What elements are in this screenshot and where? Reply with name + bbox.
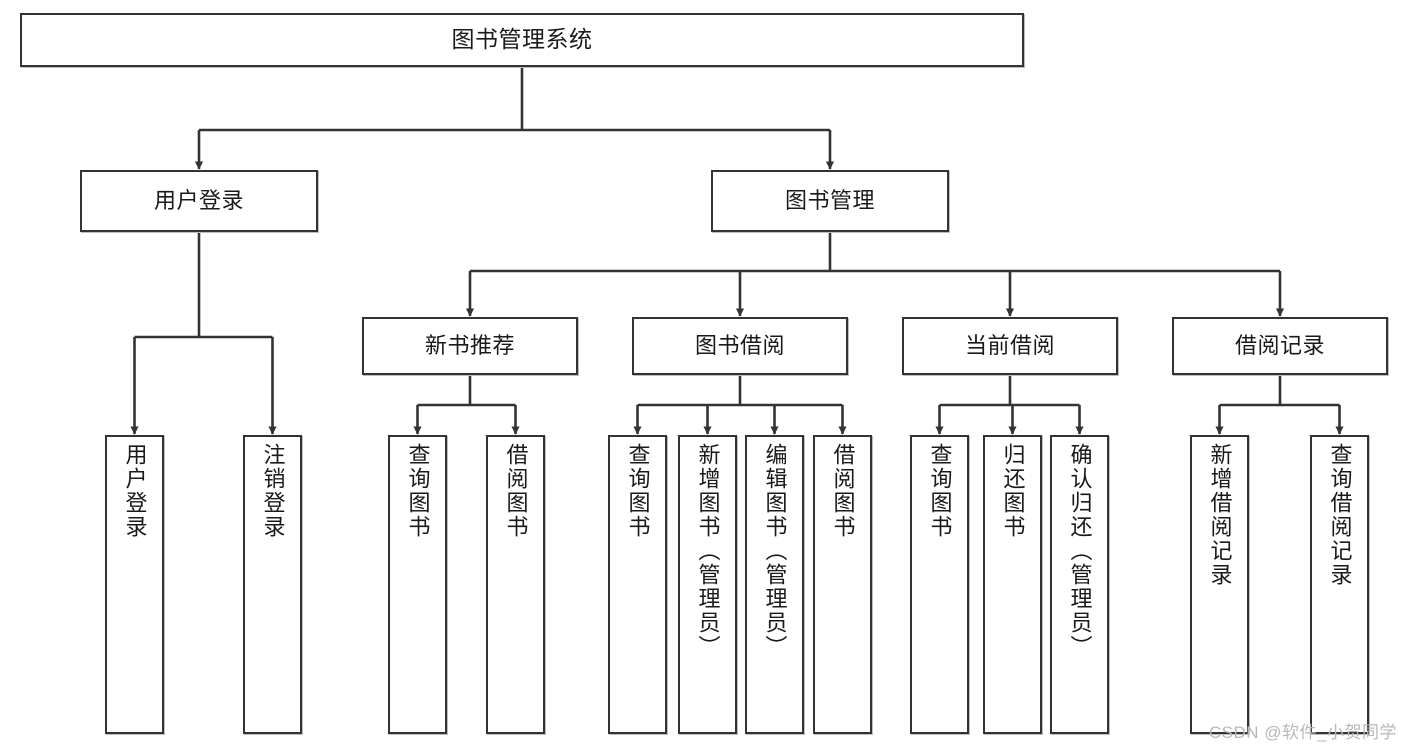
connector-bus-records [1219, 375, 1340, 407]
connector-bus-current [939, 375, 1080, 407]
node-l-bo-edit[interactable]: 编辑图书（管理员） [745, 435, 804, 734]
connector-bus-borrow [637, 375, 843, 407]
node-l-logout[interactable]: 注销登录 [243, 435, 302, 734]
node-bookmgmt[interactable]: 图书管理 [711, 170, 949, 232]
connector-bus-login [134, 232, 273, 339]
node-label: 查询图书 [927, 443, 953, 539]
node-label: 当前借阅 [964, 333, 1055, 359]
node-l-re-query[interactable]: 查询借阅记录 [1310, 435, 1369, 734]
node-label: 图书借阅 [694, 333, 785, 359]
node-label: 新书推荐 [424, 333, 515, 359]
watermark-text: CSDN @软件_小贺同学 [1208, 723, 1397, 742]
node-label: 图书管理系统 [451, 26, 593, 53]
node-l-bo-add[interactable]: 新增图书（管理员） [678, 435, 737, 734]
node-label: 借阅图书 [830, 443, 856, 539]
node-l-re-add[interactable]: 新增借阅记录 [1190, 435, 1249, 734]
node-l-login[interactable]: 用户登录 [105, 435, 164, 734]
node-label: 用户登录 [153, 188, 244, 214]
node-l-bo-lend[interactable]: 借阅图书 [813, 435, 872, 734]
node-l-cu-query[interactable]: 查询图书 [910, 435, 969, 734]
node-l-cu-confirm[interactable]: 确认归还（管理员） [1050, 435, 1109, 734]
node-label: 借阅图书 [503, 443, 529, 539]
connector-bus-root [199, 67, 830, 132]
node-label: 新增图书（管理员） [695, 443, 721, 659]
node-borrow[interactable]: 图书借阅 [632, 317, 848, 375]
node-l-cu-return[interactable]: 归还图书 [983, 435, 1042, 734]
node-label: 查询图书 [625, 443, 651, 539]
node-root[interactable]: 图书管理系统 [20, 13, 1024, 67]
node-label: 图书管理 [784, 188, 875, 214]
node-label: 查询借阅记录 [1327, 443, 1353, 587]
node-l-nb-query[interactable]: 查询图书 [388, 435, 447, 734]
connector-bus-bookmgmt [470, 232, 1280, 273]
node-label: 编辑图书（管理员） [762, 443, 788, 659]
node-current[interactable]: 当前借阅 [902, 317, 1118, 375]
node-label: 注销登录 [260, 443, 286, 539]
node-label: 用户登录 [122, 443, 148, 539]
node-label: 新增借阅记录 [1207, 443, 1233, 587]
node-newbooks[interactable]: 新书推荐 [362, 317, 578, 375]
node-label: 确认归还（管理员） [1067, 443, 1093, 659]
node-l-nb-borrow[interactable]: 借阅图书 [486, 435, 545, 734]
node-records[interactable]: 借阅记录 [1172, 317, 1388, 375]
connector-bus-newbooks [417, 375, 516, 407]
node-l-bo-query[interactable]: 查询图书 [608, 435, 667, 734]
node-label: 借阅记录 [1234, 333, 1325, 359]
node-label: 归还图书 [1000, 443, 1026, 539]
node-label: 查询图书 [405, 443, 431, 539]
node-login[interactable]: 用户登录 [80, 170, 318, 232]
